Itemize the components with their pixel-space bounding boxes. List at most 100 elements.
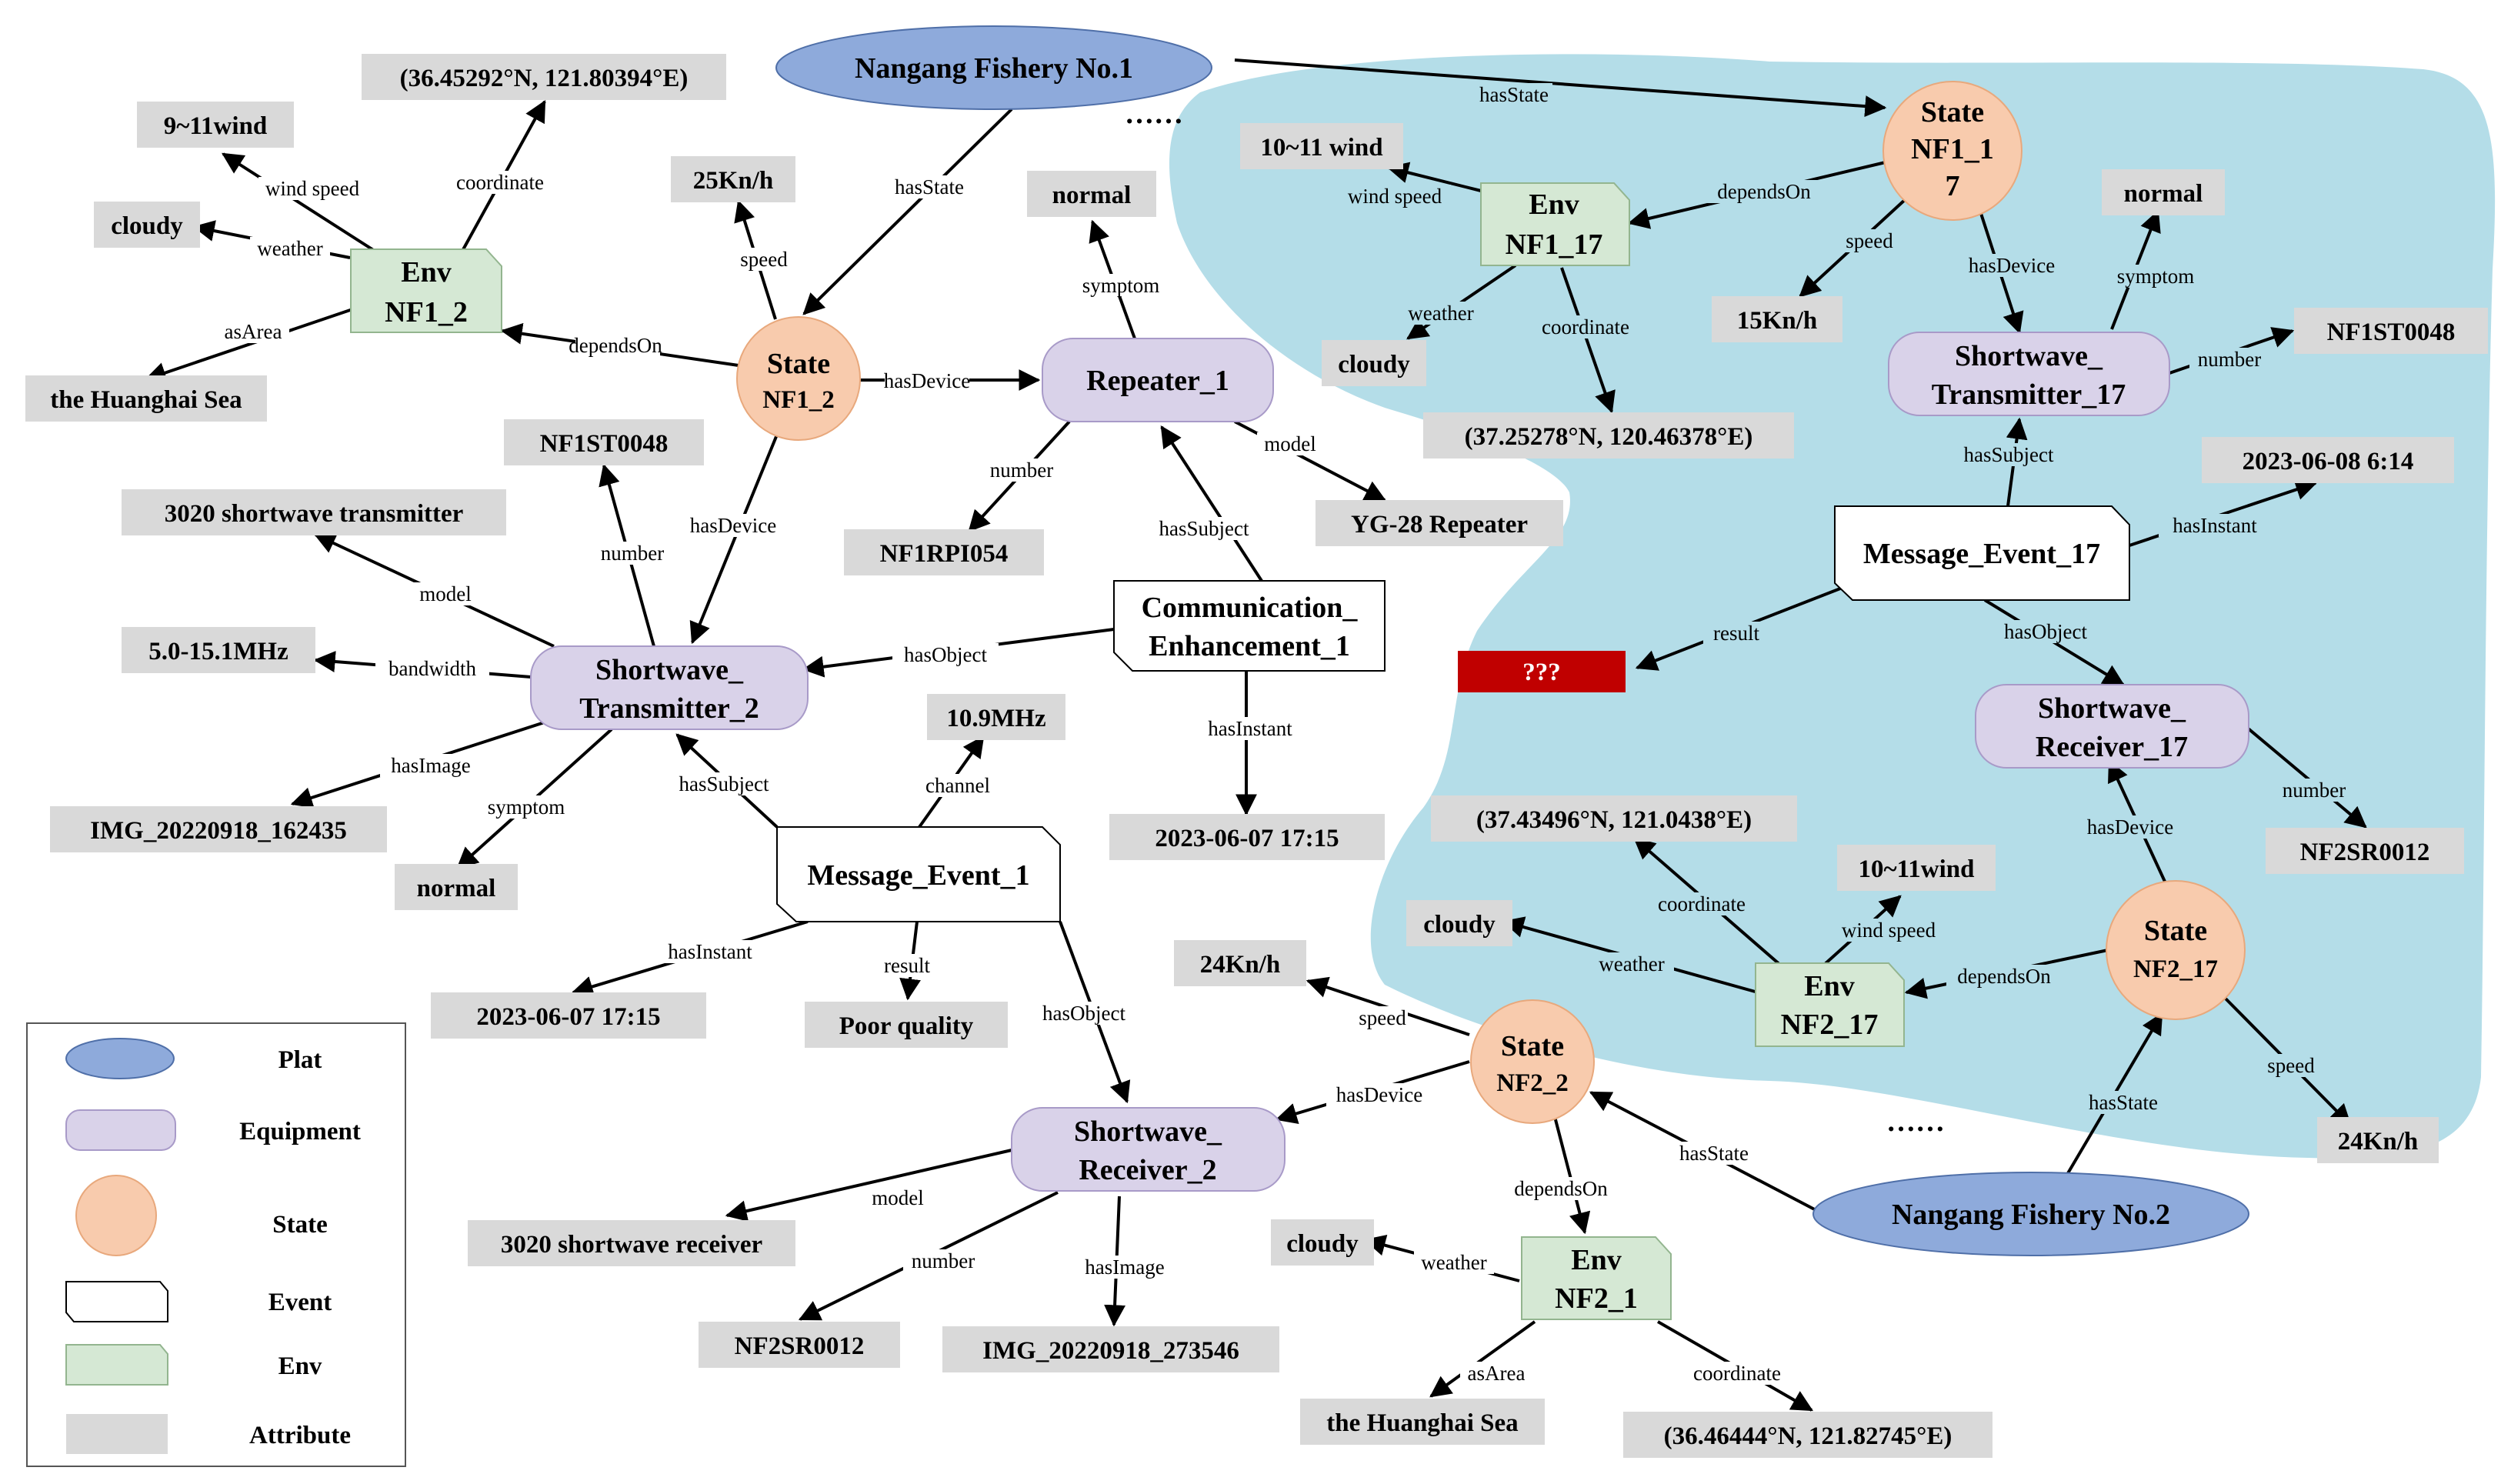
attr-wind-nf2-17: 10~11wind (1837, 845, 1996, 891)
svg-text:dependsOn: dependsOn (569, 334, 662, 357)
svg-text:hasDevice: hasDevice (884, 369, 970, 392)
equipment-node-shortwave-transmitter-2: Shortwave_ Transmitter_2 (530, 645, 809, 730)
edge-label-envnf1-2-weather: weather (250, 237, 330, 260)
svg-text:3020 shortwave transmitter: 3020 shortwave transmitter (165, 500, 464, 528)
svg-text:hasDevice: hasDevice (2087, 815, 2173, 839)
svg-text:Message_Event_1: Message_Event_1 (807, 859, 1029, 892)
state-node-nf2-17: State NF2_17 (2106, 880, 2246, 1020)
svg-text:hasObject: hasObject (2004, 620, 2087, 643)
legend-item-plat: Plat (65, 1038, 322, 1079)
svg-text:NF1_17: NF1_17 (1506, 228, 1603, 261)
svg-text:hasInstant: hasInstant (668, 940, 752, 963)
svg-text:NF1RPI054: NF1RPI054 (880, 540, 1009, 568)
svg-text:IMG_20220918_162435: IMG_20220918_162435 (90, 817, 347, 845)
edge-label-envnf1-2-coordinate: coordinate (449, 171, 553, 194)
edge-label-ev17-result: result (1703, 622, 1769, 645)
edge-label-ev1-hassubject: hasSubject (666, 772, 782, 795)
equipment-node-shortwave-transmitter-17: Shortwave_ Transmitter_17 (1888, 332, 2170, 416)
svg-text:hasInstant: hasInstant (2173, 514, 2257, 537)
svg-text:2023-06-08 6:14: 2023-06-08 6:14 (2243, 448, 2414, 475)
svg-text:normal: normal (1052, 182, 1132, 209)
ellipsis-bottom: …… (1886, 1105, 1945, 1138)
edge-label-plat2-hasstate-17: hasState (2077, 1091, 2169, 1114)
legend-item-equipment: Equipment (65, 1109, 361, 1151)
env-node-nf2-17: Env NF2_17 (1755, 962, 1905, 1047)
svg-text:hasDevice: hasDevice (690, 514, 776, 537)
svg-text:State: State (2144, 915, 2207, 947)
attr-speed-nf2-2: 24Kn/h (1174, 940, 1306, 986)
legend: Plat Equipment State Event Env Attribute (26, 1022, 406, 1467)
svg-text:result: result (1713, 622, 1759, 645)
svg-text:hasState: hasState (2089, 1091, 2158, 1114)
svg-text:24Kn/h: 24Kn/h (1200, 951, 1281, 979)
svg-text:result: result (884, 954, 930, 977)
svg-text:(36.45292°N, 121.80394°E): (36.45292°N, 121.80394°E) (400, 65, 689, 92)
edge-label-plat1-hasstate-2: hasState (1476, 83, 1552, 106)
edge-plat1-hasstate-nf1-17 (1234, 58, 1887, 118)
svg-text:number: number (2198, 348, 2261, 371)
edge-label-rx2-model: model (865, 1186, 931, 1209)
legend-item-attribute: Attribute (66, 1414, 351, 1454)
svg-text:Env: Env (401, 256, 451, 288)
svg-text:number: number (990, 459, 1053, 482)
svg-text:2023-06-07 17:15: 2023-06-07 17:15 (1155, 825, 1339, 852)
svg-text:hasState: hasState (895, 175, 964, 198)
attr-symptom-repeater: normal (1027, 171, 1156, 217)
svg-text:NF2_1: NF2_1 (1555, 1282, 1638, 1315)
svg-text:hasSubject: hasSubject (1159, 517, 1249, 540)
edge-label-plat1-hasstate-1: hasState (891, 175, 968, 198)
svg-text:Transmitter_17: Transmitter_17 (1932, 379, 2126, 411)
env-node-nf2-1: Env NF2_1 (1521, 1236, 1672, 1320)
env-node-nf1-17: Env NF1_17 (1480, 182, 1630, 266)
svg-text:hasState: hasState (1679, 1142, 1749, 1165)
svg-text:YG-28 Repeater: YG-28 Repeater (1351, 511, 1528, 539)
edge-label-nf1-2-hasdevice-tx2: hasDevice (690, 514, 776, 537)
equipment-node-shortwave-receiver-2: Shortwave_ Receiver_2 (1011, 1107, 1286, 1192)
attr-coordinate-nf1-17: (37.25278°N, 120.46378°E) (1423, 412, 1794, 459)
svg-text:10~11wind: 10~11wind (1858, 855, 1974, 883)
svg-text:model: model (419, 582, 472, 605)
attr-model-repeater: YG-28 Repeater (1316, 500, 1563, 546)
edge-label-nf2-17-speed: speed (2262, 1054, 2320, 1077)
attr-speed-nf1-17: 15Kn/h (1712, 296, 1842, 342)
attr-number-rx17: NF2SR0012 (2266, 828, 2464, 874)
svg-text:speed: speed (2267, 1054, 2315, 1077)
svg-text:number: number (601, 542, 664, 565)
svg-text:Shortwave_: Shortwave_ (1955, 340, 2103, 372)
svg-text:Shortwave_: Shortwave_ (595, 654, 744, 686)
svg-text:Shortwave_: Shortwave_ (2038, 692, 2186, 725)
attr-area-nf2-1: the Huanghai Sea (1300, 1399, 1545, 1445)
svg-text:weather: weather (257, 237, 322, 260)
attributes: (36.45292°N, 121.80394°E) 9~11wind cloud… (25, 54, 2488, 1458)
plat-node-nangang-fishery-2: Nangang Fishery No.2 (1812, 1172, 2249, 1256)
edge-rx2-model (725, 1149, 1012, 1222)
edge-label-nf2-2-dependson: dependsOn (1503, 1177, 1619, 1200)
attr-number-tx17: NF1ST0048 (2294, 308, 2488, 354)
svg-text:NF1ST0048: NF1ST0048 (2327, 318, 2456, 346)
svg-text:NF1_1: NF1_1 (1911, 133, 1994, 165)
svg-text:speed: speed (1846, 229, 1893, 252)
svg-text:dependsOn: dependsOn (1514, 1177, 1608, 1200)
unknown-result-box: ??? (1458, 651, 1626, 692)
svg-text:symptom: symptom (2117, 265, 2195, 288)
svg-text:NF2SR0012: NF2SR0012 (735, 1332, 865, 1360)
svg-text:model: model (872, 1186, 924, 1209)
svg-text:normal: normal (417, 875, 496, 902)
svg-text:hasSubject: hasSubject (679, 772, 769, 795)
svg-text:5.0-15.1MHz: 5.0-15.1MHz (148, 638, 288, 665)
svg-text:Message_Event_17: Message_Event_17 (1863, 538, 2100, 570)
svg-text:dependsOn: dependsOn (1957, 965, 2051, 988)
svg-text:25Kn/h: 25Kn/h (693, 167, 774, 195)
edge-label-envnf1-2-asarea: asArea (217, 320, 289, 343)
svg-text:7: 7 (1946, 170, 1960, 202)
svg-text:State: State (1921, 96, 1984, 128)
attr-area-nf1-2: the Huanghai Sea (25, 375, 267, 422)
svg-text:hasObject: hasObject (904, 643, 987, 666)
svg-text:coordinate: coordinate (1542, 315, 1629, 338)
svg-text:Receiver_2: Receiver_2 (1079, 1154, 1216, 1186)
edge-label-nf1-2-speed: speed (739, 248, 789, 271)
svg-text:Receiver_17: Receiver_17 (2036, 731, 2188, 763)
attr-coordinate-nf2-1: (36.46444°N, 121.82745°E) (1623, 1412, 1992, 1458)
attr-coordinate-nf2-17: (37.43496°N, 121.0438°E) (1431, 795, 1797, 842)
